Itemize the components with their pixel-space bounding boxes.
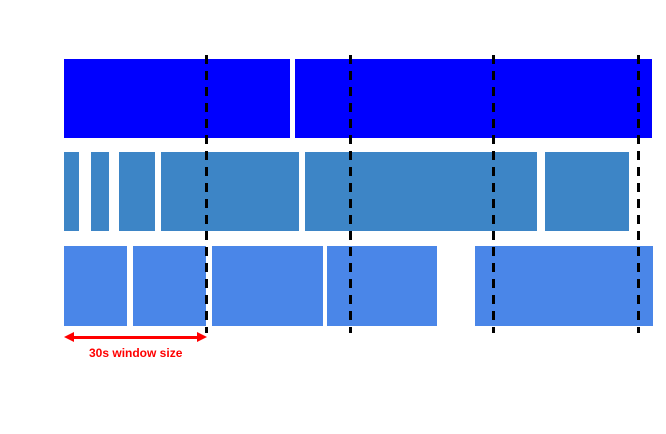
bar-segment-track-2 bbox=[161, 152, 299, 231]
window-boundary-line bbox=[492, 55, 495, 333]
bar-segment-track-2 bbox=[545, 152, 629, 231]
bar-segment-track-3 bbox=[327, 246, 437, 326]
bar-segment-track-3 bbox=[475, 246, 653, 326]
window-boundary-line bbox=[637, 55, 640, 333]
bar-segment-track-3 bbox=[212, 246, 323, 326]
window-boundary-line bbox=[349, 55, 352, 333]
bar-segment-track-2 bbox=[119, 152, 155, 231]
bar-segment-track-2 bbox=[91, 152, 109, 231]
window-boundary-line bbox=[205, 55, 208, 333]
bar-segment-track-3 bbox=[133, 246, 206, 326]
bar-segment-track-1 bbox=[295, 59, 652, 138]
bar-segment-track-1 bbox=[64, 59, 290, 138]
bar-segment-track-3 bbox=[64, 246, 127, 326]
bar-segment-track-2 bbox=[64, 152, 79, 231]
bar-segment-track-2 bbox=[305, 152, 537, 231]
